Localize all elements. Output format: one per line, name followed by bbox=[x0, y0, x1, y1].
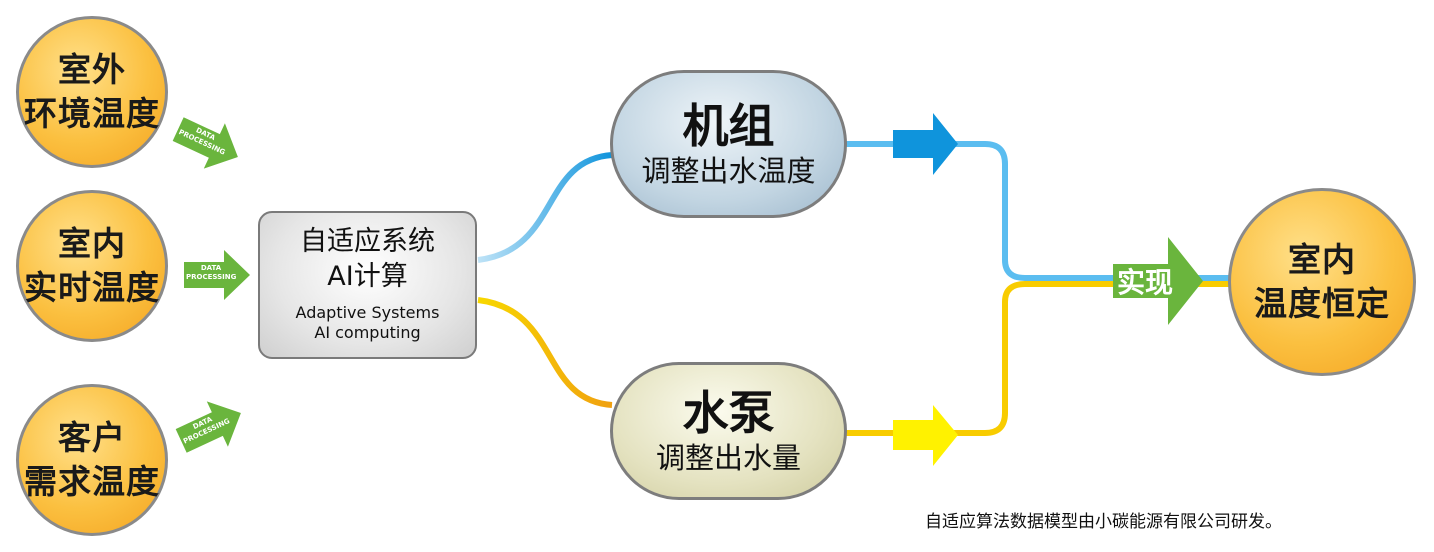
realize-label: 实现 bbox=[1117, 266, 1174, 299]
input-label: 室外 bbox=[58, 50, 126, 89]
unit-subtitle: 调整出水温度 bbox=[641, 154, 816, 188]
input-label: 客户 bbox=[58, 418, 126, 457]
blue-line-right bbox=[846, 141, 1232, 281]
arrow-label: PROCESSING bbox=[186, 273, 237, 281]
ai-system-box: 自适应系统 AI计算 Adaptive Systems AI computing bbox=[258, 211, 477, 359]
input-label: 需求温度 bbox=[24, 462, 160, 501]
ai-box-en-line1: Adaptive Systems bbox=[295, 303, 440, 322]
ai-box-en-line2: AI computing bbox=[314, 323, 421, 342]
arrow-label: DATA bbox=[200, 264, 222, 272]
output-constant-temp: 室内 温度恒定 bbox=[1228, 188, 1416, 376]
input-indoor-temp: 室内 实时温度 bbox=[16, 190, 168, 342]
ai-box-title: 自适应系统 bbox=[300, 226, 435, 257]
blue-connector-left bbox=[477, 152, 613, 263]
yellow-line-right bbox=[846, 281, 1232, 436]
pump-title: 水泵 bbox=[682, 386, 775, 440]
input-label: 环境温度 bbox=[24, 94, 160, 133]
realize-arrow-icon: 实现 bbox=[1113, 237, 1203, 325]
input-label: 实时温度 bbox=[24, 268, 160, 307]
yellow-arrow-icon bbox=[893, 405, 958, 466]
ai-box-subtitle: AI计算 bbox=[327, 261, 408, 292]
input-label: 室内 bbox=[58, 224, 126, 263]
output-label: 室内 bbox=[1288, 240, 1356, 279]
footer-note: 自适应算法数据模型由小碳能源有限公司研发。 bbox=[925, 512, 1282, 532]
unit-node: 机组 调整出水温度 bbox=[610, 70, 847, 218]
unit-title: 机组 bbox=[682, 99, 775, 153]
pump-node: 水泵 调整出水量 bbox=[610, 362, 847, 500]
output-label: 温度恒定 bbox=[1254, 284, 1390, 323]
yellow-connector-left bbox=[477, 297, 613, 408]
input-outdoor-temp: 室外 环境温度 bbox=[16, 16, 168, 168]
blue-arrow-icon bbox=[893, 113, 958, 175]
input-demand-temp: 客户 需求温度 bbox=[16, 384, 168, 536]
pump-subtitle: 调整出水量 bbox=[655, 441, 801, 475]
